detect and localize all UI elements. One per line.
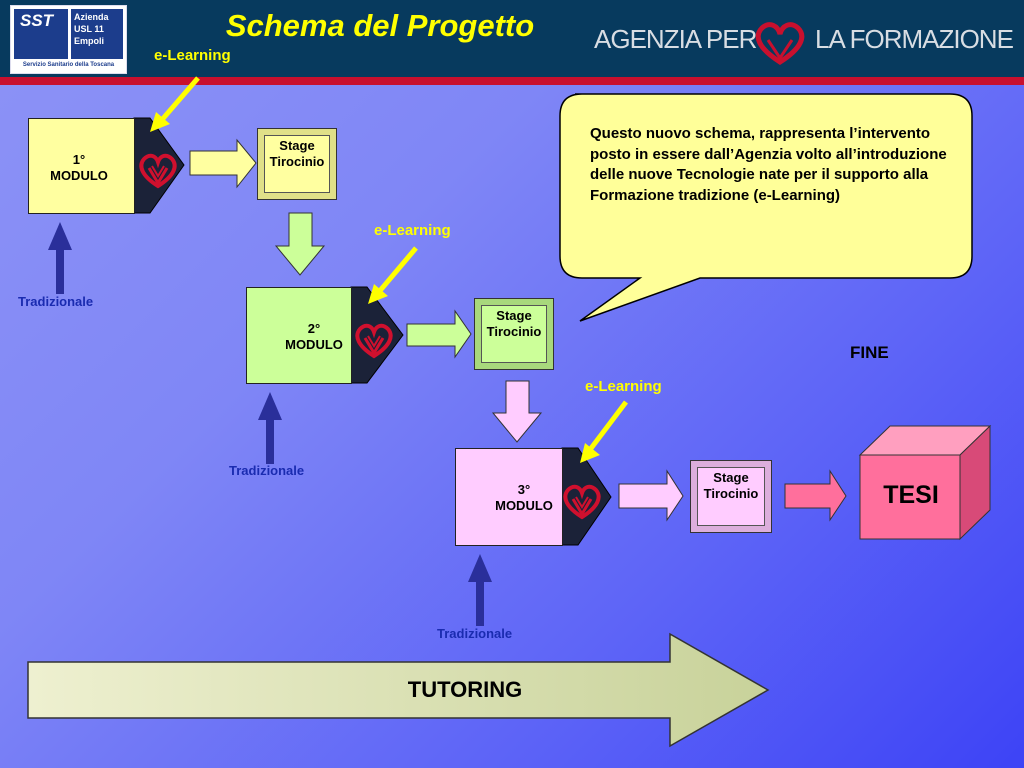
module-3-label: 3° MODULO [495, 482, 553, 513]
stage-1-to-module-2-arrow [274, 212, 326, 276]
stage-1-box: Stage Tirocinio [257, 128, 337, 200]
tesi-cube [858, 424, 992, 541]
stage-1-label: Stage Tirocinio [264, 135, 330, 193]
agency-heart-logo-icon [755, 22, 805, 65]
stage-2-label: Stage Tirocinio [481, 305, 547, 363]
tradizionale-arrow-3 [468, 554, 492, 626]
elearning-pointer-3 [580, 400, 628, 463]
module-1-to-stage-arrow [189, 138, 257, 189]
callout-bubble [559, 93, 973, 322]
stage-3-to-tesi-arrow [784, 469, 847, 522]
tutoring-arrow [27, 632, 770, 748]
module-2-box: 2° MODULO [246, 287, 352, 384]
stage-3-label: Stage Tirocinio [697, 467, 765, 526]
elearning-label-3: e-Learning [585, 378, 662, 395]
elearning-pointer-2 [368, 246, 418, 304]
tradizionale-label-2: Tradizionale [229, 463, 305, 478]
elearning-pointer-1 [150, 76, 200, 132]
tradizionale-arrow-2 [258, 392, 282, 464]
sst-logo-line2: USL 11 [74, 24, 104, 34]
agency-logo-part1: AGENZIA PER [594, 24, 757, 54]
tradizionale-label-1: Tradizionale [18, 294, 94, 309]
module-1-label: 1° MODULO [50, 152, 108, 183]
tutoring-label: TUTORING [407, 677, 523, 702]
fine-label: FINE [850, 343, 889, 362]
elearning-label-1: e-Learning [154, 47, 231, 64]
header-bar [0, 0, 1024, 77]
elearning-label-2: e-Learning [374, 222, 451, 239]
sst-logo-name: SST [20, 11, 54, 30]
tesi-label: TESI [883, 481, 939, 509]
stage-3-box: Stage Tirocinio [690, 460, 772, 533]
stage-2-box: Stage Tirocinio [474, 298, 554, 370]
sst-logo-text: Azienda USL 11 Empoli [71, 9, 123, 59]
sst-logo-mark: SST [14, 9, 68, 59]
module-3-to-stage-arrow [618, 469, 684, 522]
module-1-box: 1° MODULO [28, 118, 135, 214]
sst-logo-footer: Servizio Sanitario della Toscana [22, 62, 115, 68]
sst-logo-line3: Empoli [74, 36, 105, 46]
tradizionale-arrow-1 [48, 222, 72, 294]
module-3-dark-tip [561, 447, 612, 546]
sst-logo-line1: Azienda [74, 12, 109, 22]
agency-logo-part2: LA FORMAZIONE [815, 24, 1014, 54]
module-2-label: 2° MODULO [285, 321, 343, 352]
agency-logo: AGENZIA PER LA FORMAZIONE [590, 18, 1020, 68]
module-2-to-stage-arrow [406, 309, 472, 359]
sst-logo: SST Azienda USL 11 Empoli Servizio Sanit… [10, 5, 127, 74]
callout-text: Questo nuovo schema, rappresenta l’inter… [590, 125, 947, 204]
page-title: Schema del Progetto [225, 8, 535, 43]
module-3-box: 3° MODULO [455, 448, 563, 546]
tradizionale-label-3: Tradizionale [437, 626, 513, 641]
stage-2-to-module-3-arrow [491, 380, 543, 443]
header-divider [0, 77, 1024, 85]
